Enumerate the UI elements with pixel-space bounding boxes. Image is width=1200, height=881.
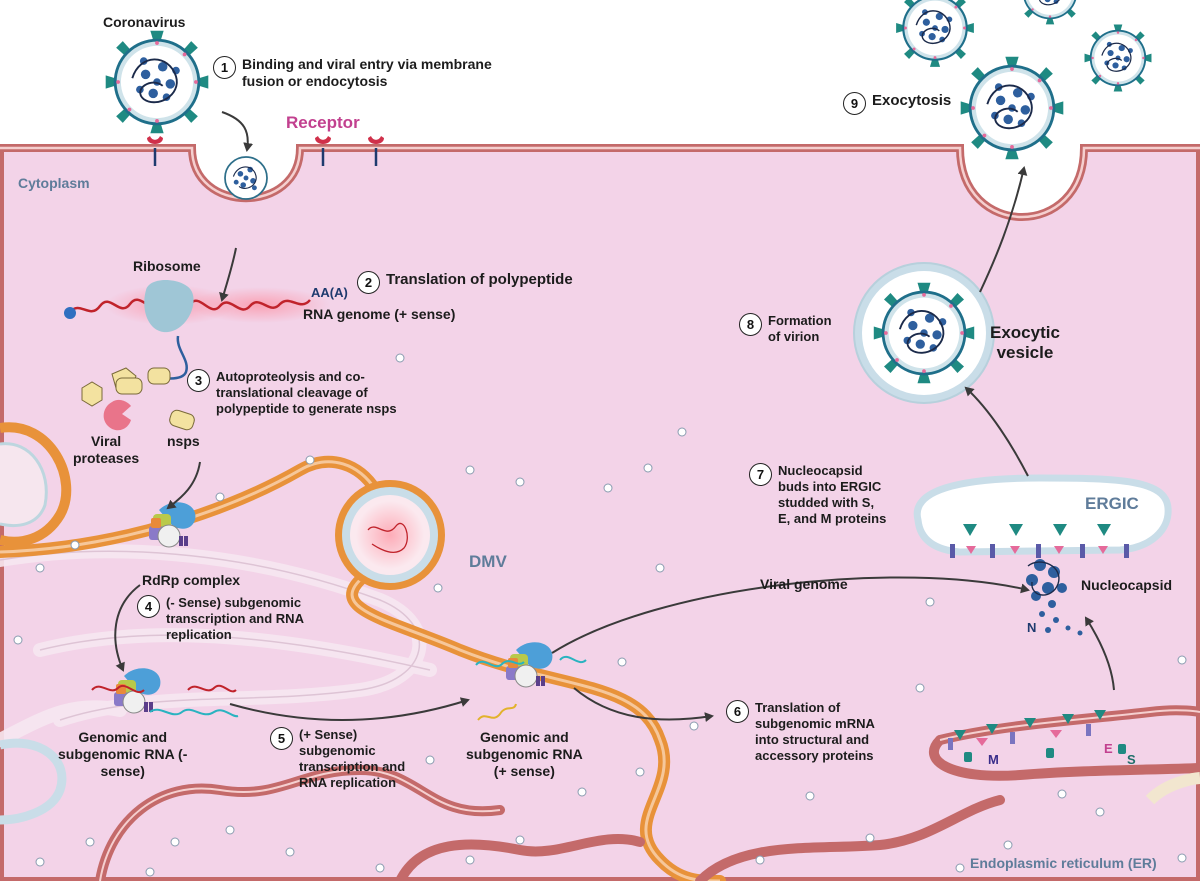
receptor-label: Receptor xyxy=(286,113,360,132)
step-6: 6 Translation of subgenomic mRNA into st… xyxy=(726,700,875,764)
step-2-text: Translation of polypeptide xyxy=(386,271,573,288)
s-protein-label: S xyxy=(1127,752,1136,767)
step-2-number: 2 xyxy=(357,271,380,294)
e-protein-label: E xyxy=(1104,741,1113,756)
step-2: 2 Translation of polypeptide xyxy=(357,271,573,294)
step-9-number: 9 xyxy=(843,92,866,115)
coronavirus-label: Coronavirus xyxy=(103,14,186,30)
step-8: 8 Formation of virion xyxy=(739,313,832,345)
viral-genome-label: Viral genome xyxy=(760,576,848,592)
step-5-number: 5 xyxy=(270,727,293,750)
step-1-number: 1 xyxy=(213,56,236,79)
nsps-label: nsps xyxy=(167,433,200,449)
step-5: 5 (+ Sense) subgenomic transcription and… xyxy=(270,727,405,791)
genomic-minus-label: Genomic and subgenomic RNA (- sense) xyxy=(58,729,188,779)
step-8-text: Formation of virion xyxy=(768,313,832,344)
step-6-text: Translation of subgenomic mRNA into stru… xyxy=(755,700,875,763)
viral-proteases-label: Viral proteases xyxy=(73,433,140,466)
step-7-number: 7 xyxy=(749,463,772,486)
exocytic-vesicle-label: Exocytic vesicle xyxy=(990,323,1060,362)
step-3-number: 3 xyxy=(187,369,210,392)
nucleocapsid-label: Nucleocapsid xyxy=(1081,577,1173,593)
m-protein-label: M xyxy=(988,752,999,767)
step-3-text: Autoproteolysis and co- translational cl… xyxy=(216,369,397,416)
step-4-text: (- Sense) subgenomic transcription and R… xyxy=(166,595,304,642)
step-9: 9 Exocytosis xyxy=(843,92,951,115)
er-label: Endoplasmic reticulum (ER) xyxy=(970,855,1157,871)
step-7: 7 Nucleocapsid buds into ERGIC studded w… xyxy=(749,463,886,527)
n-protein-label: N xyxy=(1027,620,1037,635)
step-3: 3 Autoproteolysis and co- translational … xyxy=(187,369,397,417)
genomic-plus-label: Genomic and subgenomic RNA (+ sense) xyxy=(466,729,583,779)
ribosome-label: Ribosome xyxy=(133,258,201,274)
step-6-number: 6 xyxy=(726,700,749,723)
step-1-text: Binding and viral entry via membrane fus… xyxy=(242,56,492,89)
step-9-text: Exocytosis xyxy=(872,92,952,109)
polya-tail-label: AA(A) xyxy=(311,285,348,300)
cytoplasm-label: Cytoplasm xyxy=(18,175,90,191)
step-4: 4 (- Sense) subgenomic transcription and… xyxy=(137,595,304,643)
step-4-number: 4 xyxy=(137,595,160,618)
rna-genome-label: RNA genome (+ sense) xyxy=(303,306,456,322)
ergic-label: ERGIC xyxy=(1085,494,1139,513)
step-8-number: 8 xyxy=(739,313,762,336)
step-5-text: (+ Sense) subgenomic transcription and R… xyxy=(299,727,406,790)
step-1: 1 Binding and viral entry via membrane f… xyxy=(213,56,492,90)
rdrp-complex-label: RdRp complex xyxy=(142,572,241,588)
dmv-label: DMV xyxy=(469,552,507,571)
step-7-text: Nucleocapsid buds into ERGIC studded wit… xyxy=(778,463,887,526)
